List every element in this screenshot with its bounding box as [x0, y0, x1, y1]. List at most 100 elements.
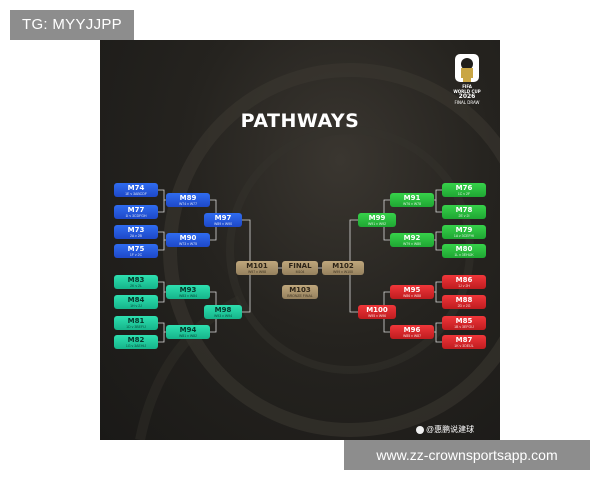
match-m90[interactable]: M90 W73 v W75 — [166, 233, 210, 247]
match-pairing: W86 v W88 — [402, 294, 422, 298]
match-pairing: 1A v 3CEFHI — [453, 234, 475, 238]
match-m93[interactable]: M93 W83 v W84 — [166, 285, 210, 299]
match-pairing: W97 v W98 — [247, 270, 267, 274]
world-cup-trophy-icon — [455, 54, 479, 82]
logo-world-cup-text: WORLD CUP — [453, 89, 481, 94]
match-m80[interactable]: M80 1L v 3EHIJK — [442, 244, 486, 258]
match-m87[interactable]: M87 1K v 3DEIJL — [442, 335, 486, 349]
match-code: M86 — [455, 276, 473, 284]
match-pairing: 1H v 2J — [130, 304, 142, 308]
match-code: M99 — [368, 214, 386, 222]
match-code: M81 — [127, 317, 145, 325]
match-pairing: 1L v 3EHIJK — [454, 253, 474, 257]
logo-year-text: 2026 — [458, 93, 476, 100]
match-code: M73 — [127, 226, 145, 234]
match-m97[interactable]: M97 W89 v W90 — [204, 213, 242, 227]
match-code: M75 — [127, 245, 145, 253]
match-code: M95 — [403, 286, 421, 294]
match-pairing: W83 v W84 — [178, 294, 198, 298]
match-pairing: W74 v W77 — [178, 202, 198, 206]
match-pairing: W79 v W80 — [402, 242, 422, 246]
match-code: M101 — [246, 262, 268, 270]
match-pairing: 1B v 3EFGIJ — [454, 325, 474, 329]
match-code: M96 — [403, 326, 421, 334]
match-pairing: W99 v W100 — [332, 270, 354, 274]
match-code: M80 — [455, 245, 473, 253]
match-m84[interactable]: M84 1H v 2J — [114, 295, 158, 309]
pathways-poster: FIFA WORLD CUP 2026 FINAL DRAW PATHWAYS — [100, 40, 500, 440]
match-m99[interactable]: M99 W91 v W92 — [358, 213, 396, 227]
match-m74[interactable]: M74 1E v 3ABCDF — [114, 183, 158, 197]
match-pairing: 2A v 2B — [129, 234, 143, 238]
bracket-connector-lines — [158, 189, 442, 343]
match-pairing: M104 — [295, 270, 305, 274]
logo-final-draw-text: FINAL DRAW — [454, 100, 480, 105]
match-m85[interactable]: M85 1B v 3EFGIJ — [442, 316, 486, 330]
match-m88[interactable]: M88 2D v 2G — [442, 295, 486, 309]
poster-title: PATHWAYS — [240, 110, 360, 132]
match-pairing: W93 v W94 — [213, 314, 233, 318]
match-pairing: W91 v W92 — [367, 222, 387, 226]
match-m94[interactable]: M94 W81 v W82 — [166, 325, 210, 339]
weibo-watermark: @惠鹏说建球 — [416, 424, 474, 435]
match-pairing: 2K v 2L — [130, 284, 142, 288]
match-code: M87 — [455, 336, 473, 344]
match-code: M97 — [214, 214, 232, 222]
match-m82[interactable]: M82 1G v 3AEHIJ — [114, 335, 158, 349]
match-m79[interactable]: M79 1A v 3CEFHI — [442, 225, 486, 239]
match-pairing: 1C v 2F — [457, 192, 471, 196]
match-m77[interactable]: M77 1I v 3CDFGH — [114, 205, 158, 219]
match-pairing: 1G v 3AEHIJ — [125, 344, 147, 348]
match-code: M92 — [403, 234, 421, 242]
match-code: M78 — [455, 206, 473, 214]
match-code: M98 — [214, 306, 232, 314]
match-code: M93 — [179, 286, 197, 294]
match-m96[interactable]: M96 W85 v W87 — [390, 325, 434, 339]
match-m100[interactable]: M100 W95 v W96 — [358, 305, 396, 319]
match-code: M82 — [127, 336, 145, 344]
match-code: M100 — [366, 306, 388, 314]
match-code: M102 — [332, 262, 354, 270]
match-m83[interactable]: M83 2K v 2L — [114, 275, 158, 289]
match-pairing: 1I v 3CDFGH — [125, 214, 147, 218]
watermark-text: @惠鹏说建球 — [426, 425, 475, 434]
match-m73[interactable]: M73 2A v 2B — [114, 225, 158, 239]
match-pairing: BRONZE FINAL — [287, 294, 313, 298]
match-pairing: 1K v 3DEIJL — [454, 344, 474, 348]
weibo-icon — [416, 425, 424, 434]
match-pairing: W85 v W87 — [402, 334, 422, 338]
match-m102[interactable]: M102 W99 v W100 — [322, 261, 364, 275]
match-pairing: 1D v 3BEFIJ — [126, 325, 146, 329]
match-m78[interactable]: M78 2E v 2I — [442, 205, 486, 219]
match-pairing: W76 v W78 — [402, 202, 422, 206]
match-code: M84 — [127, 296, 145, 304]
match-pairing: 1E v 3ABCDF — [125, 192, 147, 196]
match-code: M88 — [455, 296, 473, 304]
match-m103[interactable]: M103 BRONZE FINAL — [282, 285, 318, 299]
match-m95[interactable]: M95 W86 v W88 — [390, 285, 434, 299]
match-code: M94 — [179, 326, 197, 334]
match-m86[interactable]: M86 1J v 2H — [442, 275, 486, 289]
match-pairing: W89 v W90 — [213, 222, 233, 226]
match-pairing: W73 v W75 — [178, 242, 198, 246]
match-final[interactable]: FINAL M104 — [282, 261, 318, 275]
match-m91[interactable]: M91 W76 v W78 — [390, 193, 434, 207]
match-m92[interactable]: M92 W79 v W80 — [390, 233, 434, 247]
match-pairing: 1F v 2C — [129, 253, 143, 257]
match-code: M89 — [179, 194, 197, 202]
match-m98[interactable]: M98 W93 v W94 — [204, 305, 242, 319]
match-pairing: 2D v 2G — [457, 304, 471, 308]
match-code: M91 — [403, 194, 421, 202]
match-code: M103 — [289, 286, 311, 294]
match-code: M85 — [455, 317, 473, 325]
match-code: M90 — [179, 234, 197, 242]
match-m81[interactable]: M81 1D v 3BEFIJ — [114, 316, 158, 330]
match-code: M76 — [455, 184, 473, 192]
match-m89[interactable]: M89 W74 v W77 — [166, 193, 210, 207]
match-m75[interactable]: M75 1F v 2C — [114, 244, 158, 258]
match-m101[interactable]: M101 W97 v W98 — [236, 261, 278, 275]
match-m76[interactable]: M76 1C v 2F — [442, 183, 486, 197]
match-code: M74 — [127, 184, 145, 192]
match-code: M79 — [455, 226, 473, 234]
match-code: FINAL — [288, 262, 312, 270]
